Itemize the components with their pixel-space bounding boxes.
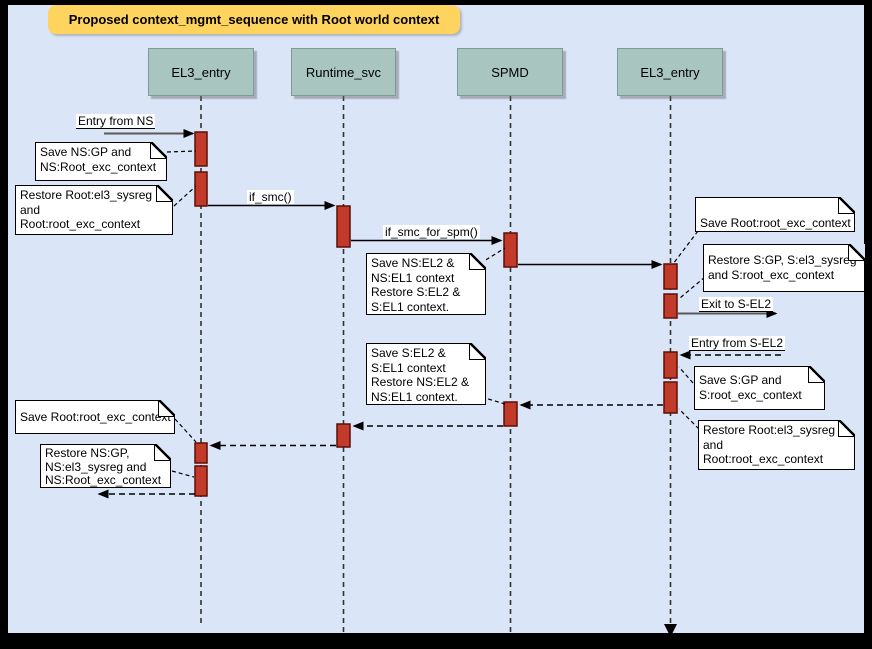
note-fold-icon	[838, 420, 855, 437]
activation-bar	[336, 423, 351, 448]
message-label-if-smc: if_smc()	[247, 190, 294, 204]
note-line: and S:root_exc_context	[708, 267, 835, 282]
note-connector	[678, 366, 694, 384]
note-fold-icon	[156, 185, 173, 202]
note-restore-root-el3-sysreg-right: Restore Root:el3_sysreg and Root:root_ex…	[698, 420, 855, 470]
note-save-root-exc-left: Save Root:root_exc_context	[15, 400, 175, 434]
note-line: S:EL1 context	[371, 360, 446, 375]
note-line: Save S:GP and	[699, 373, 782, 387]
note-fold-icon	[838, 197, 855, 214]
activation-bar	[336, 205, 351, 248]
actor-spmd: SPMD	[457, 48, 563, 96]
note-fold-icon	[808, 366, 825, 383]
note-fold-icon	[469, 253, 486, 270]
note-connector	[679, 276, 706, 299]
diagram-title: Proposed context_mgmt_sequence with Root…	[48, 5, 460, 34]
actor-el3-entry-right: EL3_entry	[617, 48, 723, 96]
note-line: NS:EL1 context	[371, 270, 455, 285]
note-line: Save NS:EL2 &	[371, 256, 455, 270]
note-line: Save Root:root_exc_context	[700, 215, 851, 230]
note-save-s-gp: Save S:GP and S:root_exc_context	[694, 366, 825, 410]
note-line: Restore NS:GP,	[45, 446, 130, 460]
activation-bar	[663, 351, 678, 379]
note-line: S:root_exc_context	[699, 387, 802, 402]
message-label-entry-from-ns: Entry from NS	[76, 114, 156, 129]
activation-bars	[194, 131, 678, 497]
activation-bar	[663, 293, 678, 319]
message-label-if-smc-for-spm: if_smc_for_spm()	[383, 225, 480, 239]
note-fold-icon	[469, 343, 486, 360]
note-line: Save S:EL2 &	[371, 346, 446, 360]
activation-bar	[194, 442, 208, 464]
actor-label: SPMD	[491, 64, 529, 80]
note-line: NS:Root_exc_context	[40, 159, 157, 174]
message-label-exit-to-s-el2: Exit to S-EL2	[699, 297, 774, 312]
activation-bar	[194, 131, 208, 167]
activation-bar	[663, 263, 678, 290]
note-line: NS:el3_sysreg and	[45, 459, 147, 474]
note-save-root-exc-right: Save Root:root_exc_context	[695, 197, 855, 232]
note-connector	[672, 230, 699, 265]
note-line: Save Root:root_exc_context	[20, 410, 171, 425]
note-connector	[166, 150, 197, 153]
note-line: NS:EL1 context.	[371, 389, 458, 404]
diagram-canvas	[8, 5, 864, 633]
activation-bar	[663, 381, 678, 414]
activation-bar	[503, 401, 518, 427]
note-restore-s-gp: Restore S:GP, S:el3_sysreg and S:root_ex…	[703, 244, 865, 292]
note-restore-root-el3-sysreg-left: Restore Root:el3_sysreg and Root:root_ex…	[15, 185, 173, 235]
note-fold-icon	[154, 444, 171, 461]
actor-label: EL3_entry	[640, 64, 700, 80]
note-connector	[678, 408, 700, 430]
activation-bar	[503, 232, 518, 268]
note-connector	[171, 470, 195, 478]
note-line: Root:root_exc_context	[703, 452, 824, 466]
note-connector	[174, 418, 197, 443]
note-fold-icon	[158, 400, 175, 417]
note-line: Restore Root:el3_sysreg	[703, 423, 836, 437]
note-connectors	[166, 150, 706, 478]
actor-label: EL3_entry	[171, 64, 231, 80]
note-fold-icon	[848, 244, 865, 261]
note-save-ns-gp: Save NS:GP and NS:Root_exc_context	[35, 142, 167, 181]
note-line: Restore S:GP, S:el3_sysreg	[708, 253, 857, 267]
note-line: NS:Root_exc_context	[45, 473, 162, 487]
activation-bar	[194, 465, 208, 497]
note-line: Restore NS:EL2 &	[371, 375, 470, 389]
note-line: Restore Root:el3_sysreg	[20, 188, 153, 202]
note-fold-icon	[150, 142, 167, 159]
activation-bar	[194, 171, 208, 207]
note-line: and	[703, 437, 724, 452]
actor-runtime-svc: Runtime_svc	[291, 48, 396, 96]
actor-el3-entry-left: EL3_entry	[148, 48, 254, 96]
note-save-s-el2: Save S:EL2 & S:EL1 context Restore NS:EL…	[366, 343, 486, 405]
note-save-ns-el2: Save NS:EL2 & NS:EL1 context Restore S:E…	[366, 253, 486, 315]
lifeline-end-arrowhead	[664, 624, 677, 637]
note-line: S:EL1 context.	[371, 299, 450, 314]
note-restore-ns-gp: Restore NS:GP, NS:el3_sysreg and NS:Root…	[40, 444, 171, 488]
note-line: Restore S:EL2 &	[371, 285, 461, 299]
note-connector	[173, 185, 197, 207]
actor-label: Runtime_svc	[305, 64, 382, 80]
note-line: and	[20, 202, 41, 217]
message-label-entry-from-s-el2: Entry from S-EL2	[689, 336, 786, 351]
note-line: Root:root_exc_context	[20, 217, 141, 231]
note-line: Save NS:GP and	[40, 145, 132, 159]
